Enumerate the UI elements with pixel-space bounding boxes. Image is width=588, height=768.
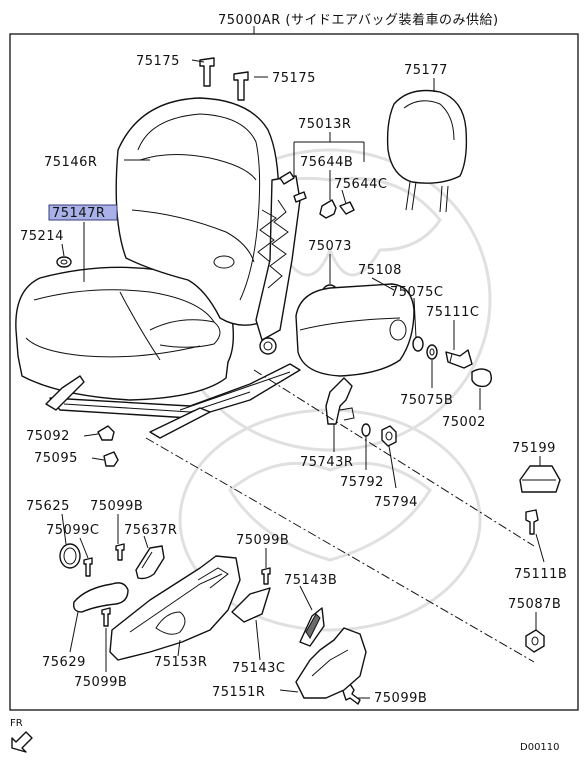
label-75095[interactable]: 75095	[34, 451, 78, 466]
label-75073[interactable]: 75073	[308, 239, 352, 254]
side-shield-75153r	[109, 555, 241, 661]
label-75147r[interactable]: 75147R	[52, 206, 105, 221]
label-75075c[interactable]: 75075C	[390, 285, 443, 300]
knob-75637r	[135, 545, 165, 580]
screw-75099b-2	[261, 567, 271, 585]
grommet-75214	[56, 256, 72, 268]
ring-75625	[59, 543, 81, 569]
label-75092[interactable]: 75092	[26, 429, 70, 444]
front-direction-label: FR	[10, 718, 23, 729]
centerlines	[145, 369, 535, 663]
nut-75087b	[525, 629, 545, 653]
assembly-title: 75000AR (サイドエアバッグ装着車のみ供給)	[218, 12, 499, 28]
seat-back	[115, 97, 307, 355]
armrest-75108	[295, 283, 415, 377]
label-75794[interactable]: 75794	[374, 495, 418, 510]
label-75151r[interactable]: 75151R	[212, 685, 265, 700]
label-75099b-bottom[interactable]: 75099B	[74, 675, 127, 690]
label-75199[interactable]: 75199	[512, 441, 556, 456]
cover-75143b	[299, 607, 325, 647]
label-75143c[interactable]: 75143C	[232, 661, 285, 676]
leader-lines	[61, 59, 545, 699]
ring-75792	[361, 423, 371, 437]
highlight-box	[48, 204, 118, 221]
diagram-frame	[9, 33, 579, 711]
label-75637r[interactable]: 75637R	[124, 523, 177, 538]
label-75644c[interactable]: 75644C	[334, 177, 387, 192]
screw-75099c	[83, 557, 93, 577]
diagram-code: D00110	[520, 742, 560, 753]
clip-75092	[97, 425, 115, 441]
label-75087b[interactable]: 75087B	[508, 597, 561, 612]
label-75111c[interactable]: 75111C	[426, 305, 479, 320]
label-75629[interactable]: 75629	[42, 655, 86, 670]
label-75153r[interactable]: 75153R	[154, 655, 207, 670]
headrest-guide-left	[199, 57, 215, 87]
label-75013r[interactable]: 75013R	[298, 117, 351, 132]
nut-75794	[381, 425, 397, 447]
seat-cushion	[15, 266, 301, 439]
label-75175-b[interactable]: 75175	[272, 71, 316, 86]
label-75743r[interactable]: 75743R	[300, 455, 353, 470]
lever-75629	[72, 582, 129, 613]
bolt-75111c	[445, 349, 473, 369]
label-75177[interactable]: 75177	[404, 63, 448, 78]
clip-75644c	[339, 201, 355, 215]
label-75002[interactable]: 75002	[442, 415, 486, 430]
inner-shield-75151r	[295, 627, 367, 699]
label-75214[interactable]: 75214	[20, 229, 64, 244]
label-75792[interactable]: 75792	[340, 475, 384, 490]
cap-75002	[471, 368, 493, 388]
screw-75099b-4	[341, 683, 361, 705]
label-75175-a[interactable]: 75175	[136, 54, 180, 69]
clip-75095	[103, 451, 119, 467]
label-75099c[interactable]: 75099C	[46, 523, 99, 538]
cover-75143c	[231, 587, 271, 623]
label-75075b[interactable]: 75075B	[400, 393, 453, 408]
label-75625[interactable]: 75625	[26, 499, 70, 514]
label-75111b[interactable]: 75111B	[514, 567, 567, 582]
part-labels[interactable]: 75175 75175 75177 75013R 75146R 75644B 7…	[20, 54, 567, 706]
label-75099b-top[interactable]: 75099B	[90, 499, 143, 514]
bracket-75743r	[325, 377, 355, 425]
label-75108[interactable]: 75108	[358, 263, 402, 278]
screw-75099b-1	[115, 543, 125, 561]
bolt-75111b	[525, 509, 539, 535]
headrest	[386, 89, 468, 213]
clip-75644b	[319, 199, 337, 219]
front-direction-indicator: FR	[10, 718, 33, 753]
label-75644b[interactable]: 75644B	[300, 155, 353, 170]
label-75099b-mid[interactable]: 75099B	[236, 533, 289, 548]
cap-75199	[519, 465, 561, 493]
front-arrow-icon	[11, 731, 33, 753]
washer-75075c	[412, 336, 424, 352]
label-75146r[interactable]: 75146R	[44, 155, 97, 170]
label-75099b-right[interactable]: 75099B	[374, 691, 427, 706]
label-75143b[interactable]: 75143B	[284, 573, 337, 588]
headrest-guide-right	[233, 71, 249, 101]
screw-75099b-3	[101, 607, 111, 627]
washer-75075b	[426, 344, 438, 360]
